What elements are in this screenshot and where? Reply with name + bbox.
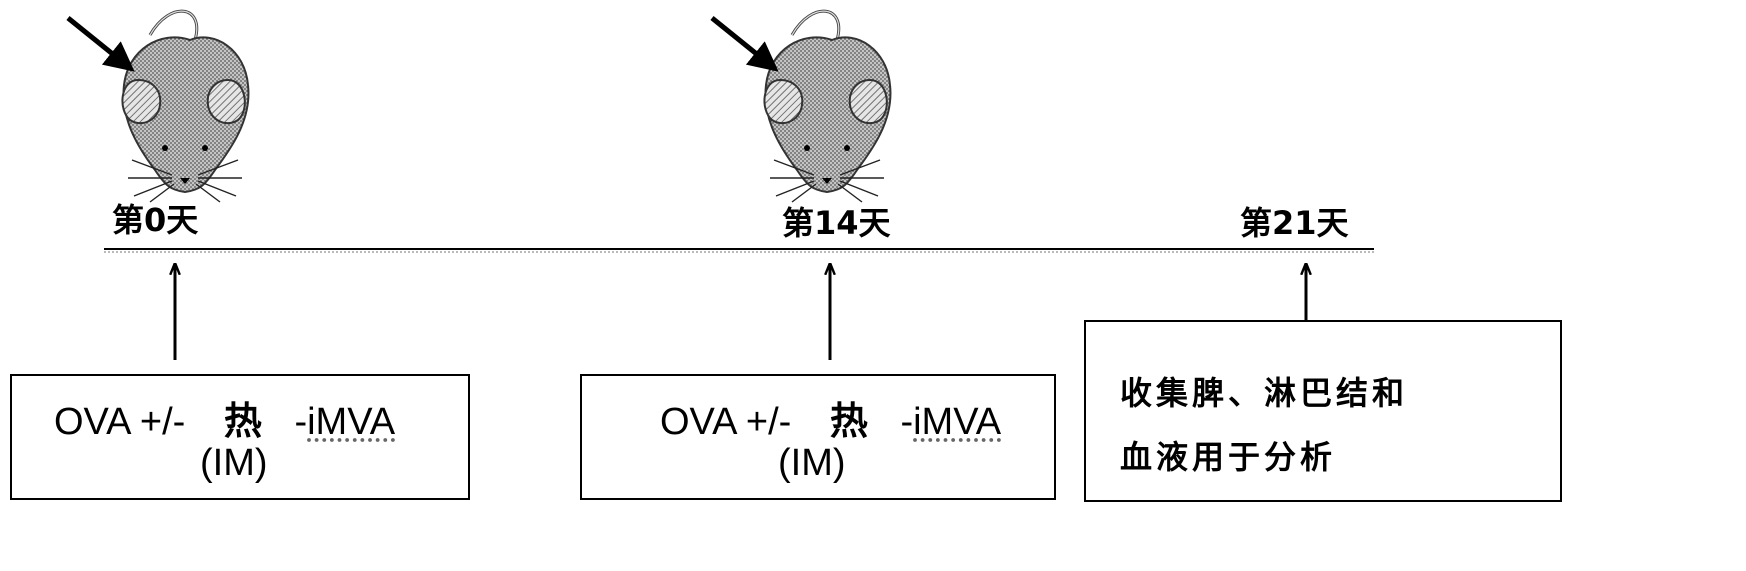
heat-text: 热	[829, 399, 868, 443]
heat-text: 热	[223, 399, 262, 443]
treatment-box-day-0: OVA +/- 热 -iMVA (IM)	[10, 374, 470, 500]
timeline-axis	[104, 248, 1374, 253]
dash-text: -	[294, 401, 308, 443]
analysis-box-day-21: 收集脾、淋巴结和 血液用于分析	[1084, 320, 1562, 502]
route-text: (IM)	[200, 442, 268, 484]
antigen-text: OVA +/-	[660, 401, 792, 443]
treatment-line-1: OVA +/- 热 -iMVA	[660, 390, 1001, 445]
day-21-label: 第21天	[1240, 204, 1349, 242]
injection-arrow-icon	[710, 16, 779, 72]
route-text: (IM)	[778, 442, 846, 484]
mouse-icon	[762, 9, 892, 204]
analysis-line-2: 血液用于分析	[1120, 438, 1337, 476]
vector-text: iMVA	[307, 401, 396, 443]
mouse-icon	[120, 9, 250, 204]
analysis-line-1: 收集脾、淋巴结和	[1120, 374, 1409, 412]
day-0-label: 第0天	[112, 201, 199, 239]
day-14-label: 第14天	[782, 204, 891, 242]
injection-arrow-icon	[66, 16, 135, 72]
treatment-line-1: OVA +/- 热 -iMVA	[54, 390, 395, 445]
antigen-text: OVA +/-	[54, 401, 186, 443]
vector-text: iMVA	[913, 401, 1002, 443]
treatment-box-day-14: OVA +/- 热 -iMVA (IM)	[580, 374, 1056, 500]
dash-text: -	[900, 401, 914, 443]
